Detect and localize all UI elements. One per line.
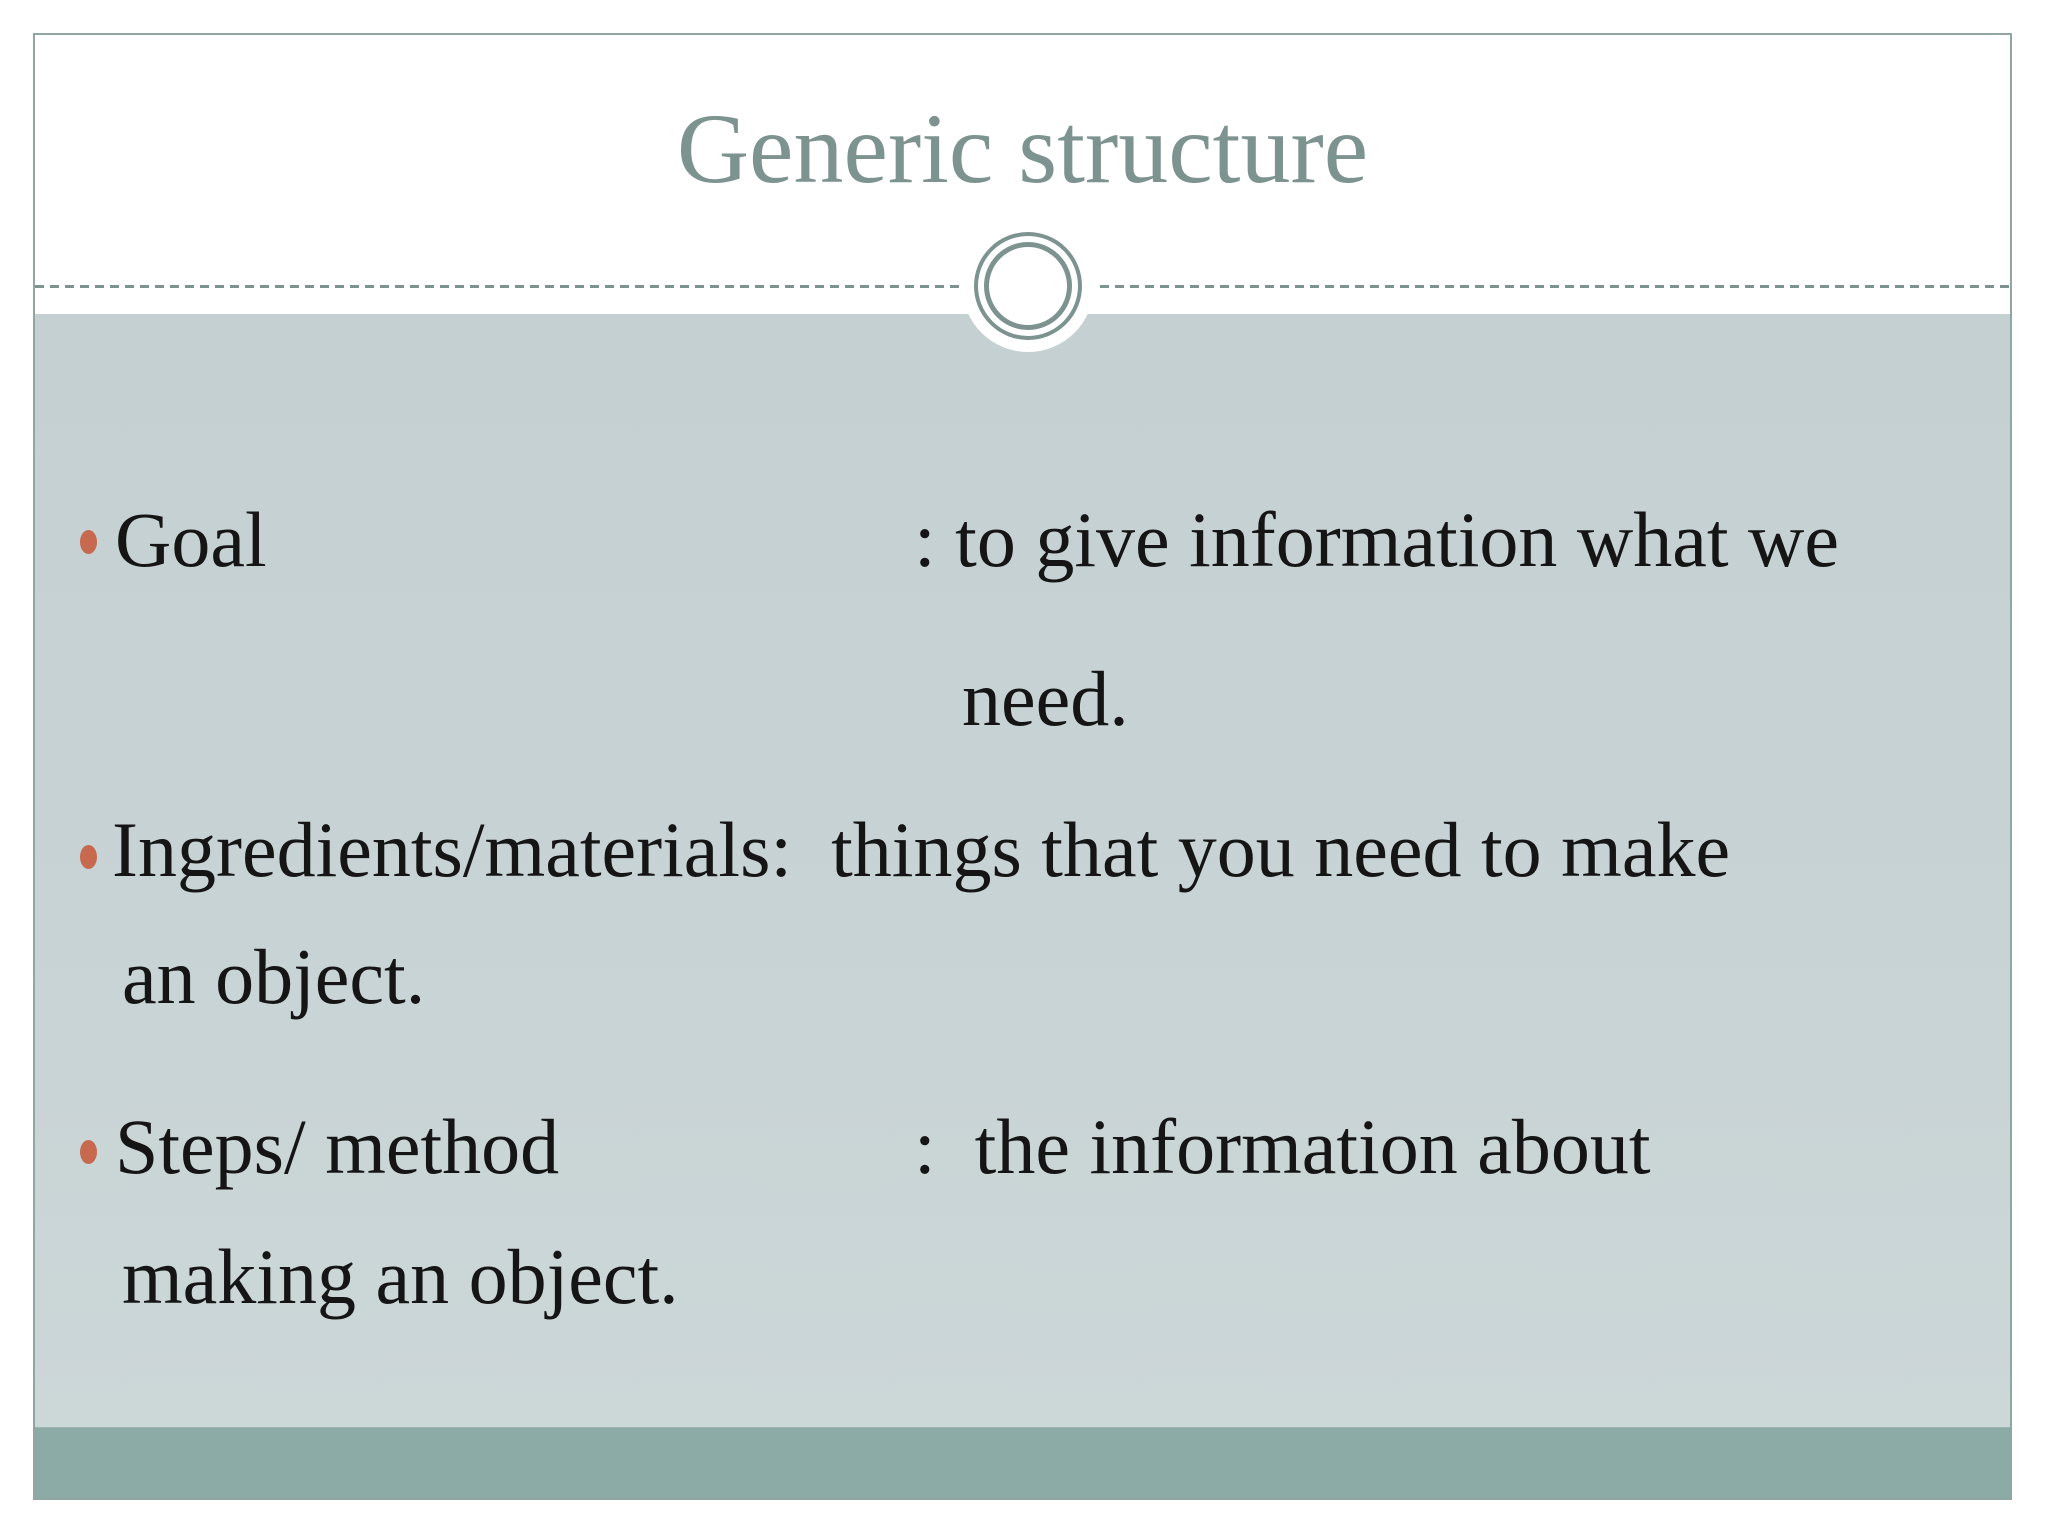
bullet-3-continuation: making an object. xyxy=(122,1233,679,1320)
bullet-1-definition: : to give information what we xyxy=(914,496,1839,583)
slide-title: Generic structure xyxy=(676,93,1369,204)
bullet-icon xyxy=(80,530,97,554)
bullet-3-definition: : the information about xyxy=(914,1103,1651,1190)
slide-body xyxy=(35,314,2010,1428)
bullet-2-label: Ingredients/materials: things that you n… xyxy=(112,806,1731,893)
bullet-1-continuation: need. xyxy=(962,655,1129,742)
bullet-icon xyxy=(80,1140,97,1164)
circle-ornament-inner-icon xyxy=(984,242,1072,330)
bullet-1-label: Goal xyxy=(115,496,267,583)
circle-ornament-icon xyxy=(974,232,1082,340)
bullet-icon xyxy=(80,845,97,869)
bullet-2-continuation: an object. xyxy=(122,933,426,1020)
slide: Generic structure Goal : to give informa… xyxy=(33,33,2012,1500)
footer-bar xyxy=(35,1427,2010,1498)
bullet-3-label: Steps/ method xyxy=(115,1103,560,1190)
